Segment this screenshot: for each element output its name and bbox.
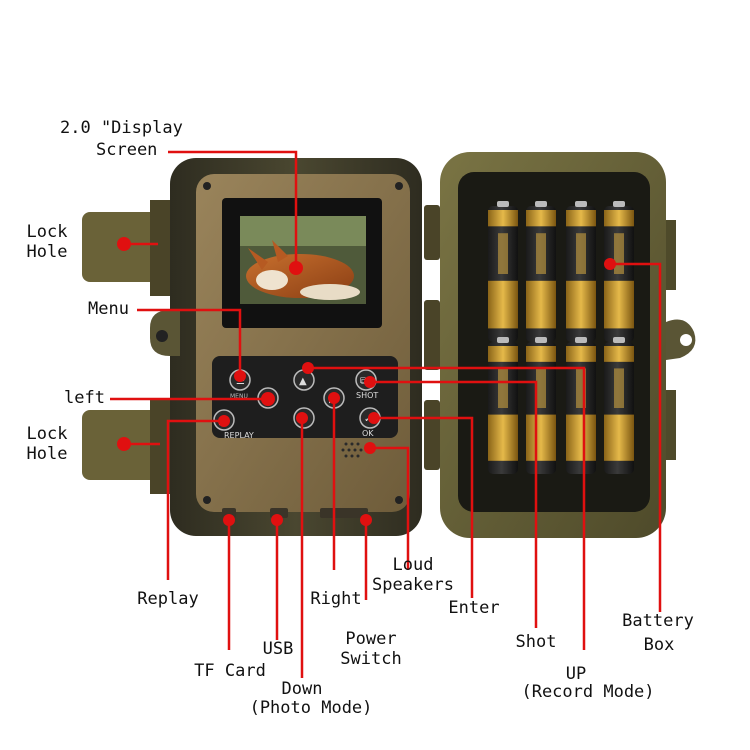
label-down-line2: (Photo Mode) bbox=[249, 698, 373, 718]
battery-cell bbox=[526, 201, 556, 342]
lock-hole-top bbox=[82, 200, 180, 296]
label-usb: USB bbox=[262, 639, 294, 659]
label-left: left bbox=[64, 388, 105, 408]
label-menu: Menu bbox=[88, 299, 129, 319]
label-up-line2: (Record Mode) bbox=[521, 682, 655, 702]
label-battery-box-line2: Box bbox=[643, 635, 675, 655]
label-shot: Shot bbox=[515, 632, 557, 652]
battery-cell bbox=[566, 337, 596, 474]
battery-cell bbox=[488, 337, 518, 474]
label-lock-hole-top-line2: Hole bbox=[26, 242, 68, 262]
label-loud-speakers-line1: Loud bbox=[392, 555, 434, 575]
label-down-line1: Down bbox=[281, 679, 323, 699]
speaker-grille bbox=[341, 442, 363, 458]
label-enter: Enter bbox=[448, 598, 500, 618]
battery-cell bbox=[566, 201, 596, 342]
label-display-screen-line2: Screen bbox=[96, 140, 158, 160]
battery-box bbox=[488, 201, 634, 474]
label-loud-speakers-line2: Speakers bbox=[372, 575, 454, 595]
battery-cell bbox=[526, 337, 556, 474]
label-lock-hole-bottom-line2: Hole bbox=[26, 444, 68, 464]
label-power-switch-line2: Switch bbox=[340, 649, 402, 669]
label-power-switch-line1: Power bbox=[345, 629, 397, 649]
label-display-screen-line1: 2.0 "Display bbox=[60, 118, 183, 138]
battery-cell bbox=[604, 201, 634, 342]
shot-key-label: SHOT bbox=[356, 391, 378, 400]
display-screen bbox=[222, 198, 382, 328]
hinges bbox=[424, 205, 440, 470]
battery-cell bbox=[488, 201, 518, 342]
label-battery-box-line1: Battery bbox=[622, 611, 694, 631]
svg-text:▲: ▲ bbox=[299, 376, 307, 387]
menu-key-label: MENU bbox=[230, 393, 248, 400]
ok-key-label: OK bbox=[362, 429, 374, 438]
label-tf-card: TF Card bbox=[194, 661, 266, 681]
label-lock-hole-top-line1: Lock bbox=[26, 222, 68, 242]
label-right: Right bbox=[310, 589, 362, 609]
power-switch[interactable] bbox=[320, 508, 368, 518]
replay-key-label: REPLAY bbox=[224, 431, 254, 440]
battery-cell bbox=[604, 337, 634, 474]
leader-dots bbox=[117, 237, 616, 526]
label-up-line1: UP bbox=[565, 664, 587, 684]
leader-lines bbox=[110, 150, 662, 678]
svg-text:⧉: ⧉ bbox=[360, 376, 367, 387]
label-replay: Replay bbox=[137, 589, 199, 609]
label-lock-hole-bottom-line1: Lock bbox=[26, 424, 68, 444]
